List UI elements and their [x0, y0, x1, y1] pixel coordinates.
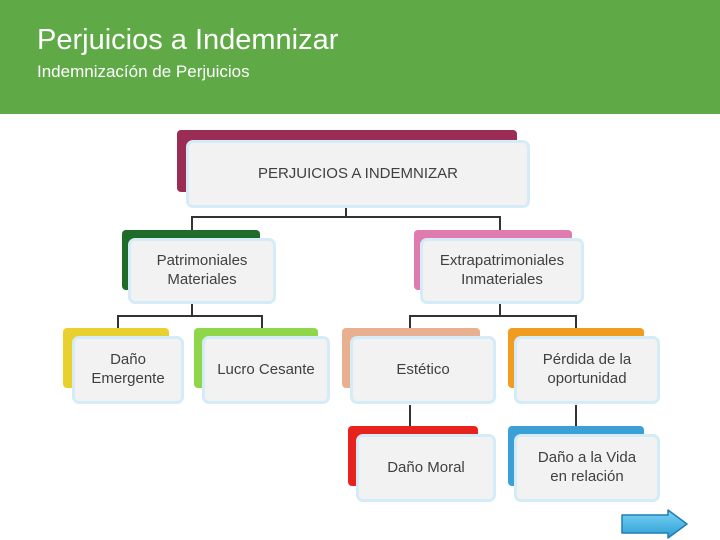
dano-vida-line2: en relación	[550, 468, 624, 485]
slide-subtitle: Indemnizacíón de Perjuicios	[37, 62, 250, 81]
extrapatrimoniales-node: Extrapatrimoniales Inmateriales	[420, 238, 584, 304]
dano-emergente-node: Daño Emergente	[72, 336, 184, 404]
extrapatrimoniales-line1: Extrapatrimoniales	[439, 252, 565, 270]
dano-moral-label: Daño Moral	[387, 458, 465, 476]
extrapatrimoniales-line2: Inmateriales	[461, 271, 543, 288]
root-node-label: PERJUICIOS A INDEMNIZAR	[257, 164, 459, 182]
patrimoniales-node: Patrimoniales Materiales	[128, 238, 276, 304]
lucro-cesante-label: Lucro Cesante	[217, 360, 315, 378]
slide-title: Perjuicios a Indemnizar	[37, 24, 339, 56]
dano-vida-node: Daño a la Vida en relación	[514, 434, 660, 502]
dano-emergente-line1: Daño	[110, 351, 146, 369]
patrimoniales-line2: Materiales	[167, 271, 237, 288]
perdida-oportunidad-line1: Pérdida de la	[542, 351, 632, 369]
estetico-label: Estético	[396, 360, 450, 378]
next-arrow-button[interactable]	[620, 508, 690, 540]
lucro-cesante-node: Lucro Cesante	[202, 336, 330, 404]
estetico-node: Estético	[350, 336, 496, 404]
perdida-oportunidad-node: Pérdida de la oportunidad	[514, 336, 660, 404]
dano-moral-node: Daño Moral	[356, 434, 496, 502]
patrimoniales-line1: Patrimoniales	[156, 252, 248, 270]
right-arrow-icon[interactable]	[621, 509, 688, 539]
root-node: PERJUICIOS A INDEMNIZAR	[186, 140, 530, 208]
slide-header: Perjuicios a Indemnizar Indemnizacíón de…	[0, 0, 720, 114]
perdida-oportunidad-line2: oportunidad	[547, 370, 627, 387]
dano-vida-line1: Daño a la Vida	[537, 449, 637, 467]
dano-emergente-line2: Emergente	[91, 370, 165, 387]
